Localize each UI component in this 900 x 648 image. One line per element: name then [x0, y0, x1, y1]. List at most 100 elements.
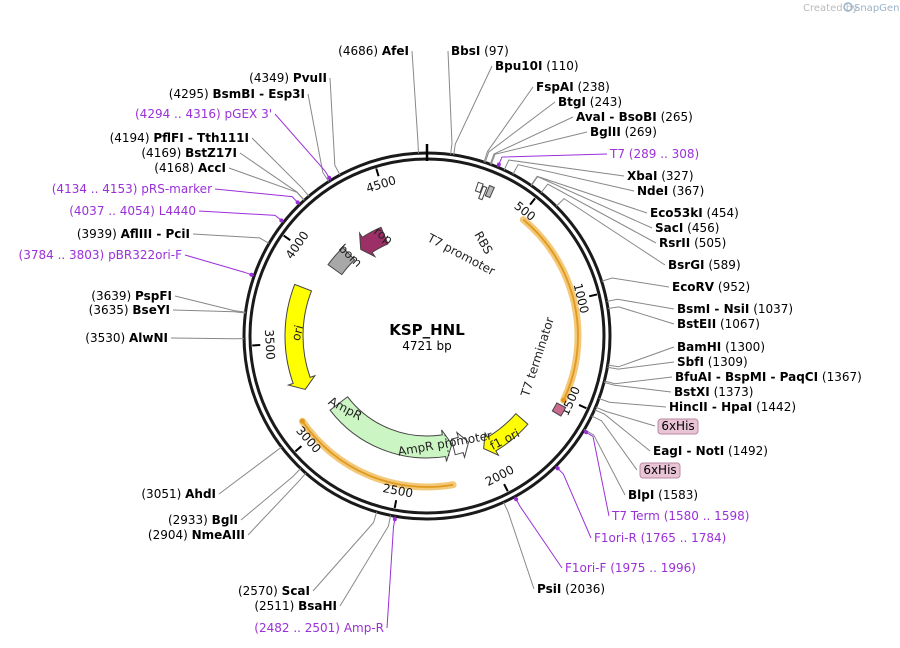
label-name: BtgI — [558, 95, 586, 109]
label-position: (2904) — [148, 528, 188, 542]
leader-line — [512, 164, 635, 192]
label-position: (238) — [578, 80, 610, 94]
label-name: BglII — [590, 125, 621, 139]
primer-marker — [514, 497, 519, 502]
site-label-hincii[interactable]: HincII - HpaI (1442) — [669, 400, 796, 414]
site-label-pflfi[interactable]: (4194) PflFI - Tth111I — [110, 131, 249, 145]
label-position: (2570) — [238, 584, 278, 598]
feature-ampr-promoter[interactable] — [450, 431, 470, 460]
feature-rbs[interactable] — [484, 184, 496, 199]
primer-label-t7[interactable]: T7 (289 .. 308) — [609, 147, 699, 161]
site-label-saci[interactable]: SacI (456) — [655, 221, 719, 235]
orange-highlight-arcs — [298, 216, 582, 491]
site-label-bbsi[interactable]: BbsI (97) — [451, 44, 509, 58]
feature-lac-operator[interactable] — [474, 181, 484, 194]
label-name: PspFI — [135, 289, 172, 303]
site-label-bpu10i[interactable]: Bpu10I (110) — [495, 59, 579, 73]
site-label-ndei[interactable]: NdeI (367) — [637, 184, 704, 198]
label-name: AlwNI — [129, 331, 168, 345]
ring-tick — [393, 499, 398, 509]
feature-ori[interactable] — [284, 283, 317, 391]
site-label-rsrii[interactable]: RsrII (505) — [659, 236, 726, 250]
leader-line — [503, 501, 535, 590]
label-position: (3939) — [77, 227, 117, 241]
primer-label-f1orif[interactable]: F1ori-F (1975 .. 1996) — [565, 561, 696, 575]
site-label-sbfi[interactable]: SbfI (1309) — [677, 355, 748, 369]
feature-ampr[interactable] — [329, 396, 453, 462]
leader-line — [247, 472, 307, 536]
leader-line — [184, 254, 255, 277]
site-label-eagi[interactable]: EagI - NotI (1492) — [653, 444, 768, 458]
site-label-btgi[interactable]: BtgI (243) — [558, 95, 622, 109]
site-label-ecorv[interactable]: EcoRV (952) — [672, 280, 750, 294]
primer-marker — [279, 218, 284, 223]
site-label-bgli[interactable]: (2933) BglI — [168, 513, 238, 527]
leader-line — [540, 183, 657, 244]
site-label-pspfi[interactable]: (3639) PspFI — [91, 289, 172, 303]
site-label-bseyi[interactable]: (3635) BseYI — [89, 303, 170, 317]
site-label-ahdi[interactable]: (3051) AhdI — [141, 487, 216, 501]
label-position: (4037 .. 4054) — [69, 204, 155, 218]
leader-line — [606, 298, 675, 310]
site-label-avai[interactable]: AvaI - BsoBI (265) — [576, 110, 693, 124]
site-label-bsahi[interactable]: (2511) BsaHI — [254, 599, 337, 613]
site-label-pvuii[interactable]: (4349) PvuII — [249, 71, 327, 85]
feature-t7-promoter[interactable] — [478, 185, 488, 201]
label-name: T7 — [609, 147, 625, 161]
label-name: F1ori-F — [565, 561, 606, 575]
site-label-bsteii[interactable]: BstEII (1067) — [677, 317, 760, 331]
site-label-bstz17i[interactable]: (4169) BstZ17I — [141, 146, 237, 160]
site-label-fspai[interactable]: FspAI (238) — [536, 80, 610, 94]
primer-label-pgex3[interactable]: (4294 .. 4316) pGEX 3' — [135, 107, 272, 121]
feature-t7-terminator[interactable] — [551, 402, 567, 417]
tag-label-his1: 6xHis — [661, 419, 694, 433]
primer-label-pbr322[interactable]: (3784 .. 3803) pBR322ori-F — [19, 248, 183, 262]
primer-label-l4440[interactable]: (4037 .. 4054) L4440 — [69, 204, 196, 218]
leader-line — [483, 86, 534, 163]
site-label-acci[interactable]: (4168) AccI — [154, 161, 226, 175]
label-name: BstZ17I — [185, 146, 237, 160]
tag-box-his2[interactable] — [639, 462, 681, 479]
primer-label-t7term[interactable]: T7 Term (1580 .. 1598) — [611, 509, 749, 523]
site-label-bsrgi[interactable]: BsrGI (589) — [668, 258, 741, 272]
ring-tick-label: 4000 — [283, 228, 312, 261]
leader-line — [591, 415, 638, 471]
leader-line — [607, 361, 675, 370]
site-label-bglii[interactable]: BglII (269) — [590, 125, 657, 139]
primer-label-ampr[interactable]: (2482 .. 2501) Amp-R — [254, 621, 384, 635]
site-label-eco53ki[interactable]: Eco53kI (454) — [650, 206, 739, 220]
label-name: BfuAI - BspMI - PaqCI — [675, 370, 818, 384]
tag-box-his1[interactable] — [657, 418, 699, 435]
leader-line — [489, 116, 574, 165]
leader-line — [411, 50, 419, 154]
site-label-xbai[interactable]: XbaI (327) — [627, 169, 694, 183]
site-label-nmeaiii[interactable]: (2904) NmeAIII — [148, 528, 245, 542]
site-label-bsmbi[interactable]: (4295) BsmBI - Esp3I — [169, 87, 305, 101]
site-label-blpi[interactable]: BlpI (1583) — [628, 488, 698, 502]
primer-label-f1orir[interactable]: F1ori-R (1765 .. 1784) — [594, 531, 726, 545]
plasmid-name: KSP_HNL — [389, 321, 465, 339]
primer-label-prs[interactable]: (4134 .. 4153) pRS-marker — [52, 182, 212, 196]
label-name: AfeI — [382, 44, 409, 58]
label-position: (4294 .. 4316) — [135, 107, 221, 121]
site-label-psii[interactable]: PsiI (2036) — [537, 582, 605, 596]
label-position: (265) — [661, 110, 693, 124]
label-position: (505) — [694, 236, 726, 250]
label-position: (4168) — [154, 161, 194, 175]
site-label-bamhi[interactable]: BamHI (1300) — [677, 340, 765, 354]
label-position: (1037) — [753, 302, 793, 316]
feature-rop[interactable] — [358, 226, 389, 258]
site-label-alwni[interactable]: (3530) AlwNI — [85, 331, 168, 345]
site-label-bfuai[interactable]: BfuAI - BspMI - PaqCI (1367) — [675, 370, 862, 384]
label-name: BseYI — [132, 303, 170, 317]
label-name: XbaI — [627, 169, 657, 183]
site-label-bsmi[interactable]: BsmI - NsiI (1037) — [677, 302, 793, 316]
leader-line — [514, 496, 563, 569]
feature-bom[interactable] — [327, 246, 356, 276]
site-label-afei[interactable]: (4686) AfeI — [338, 44, 409, 58]
site-label-afliii[interactable]: (3939) AflIII - PciI — [77, 227, 190, 241]
feature-f1-ori[interactable] — [483, 412, 529, 457]
site-label-bstxi[interactable]: BstXI (1373) — [674, 385, 753, 399]
site-label-scai[interactable]: (2570) ScaI — [238, 584, 310, 598]
label-position: (1765 .. 1784) — [641, 531, 727, 545]
